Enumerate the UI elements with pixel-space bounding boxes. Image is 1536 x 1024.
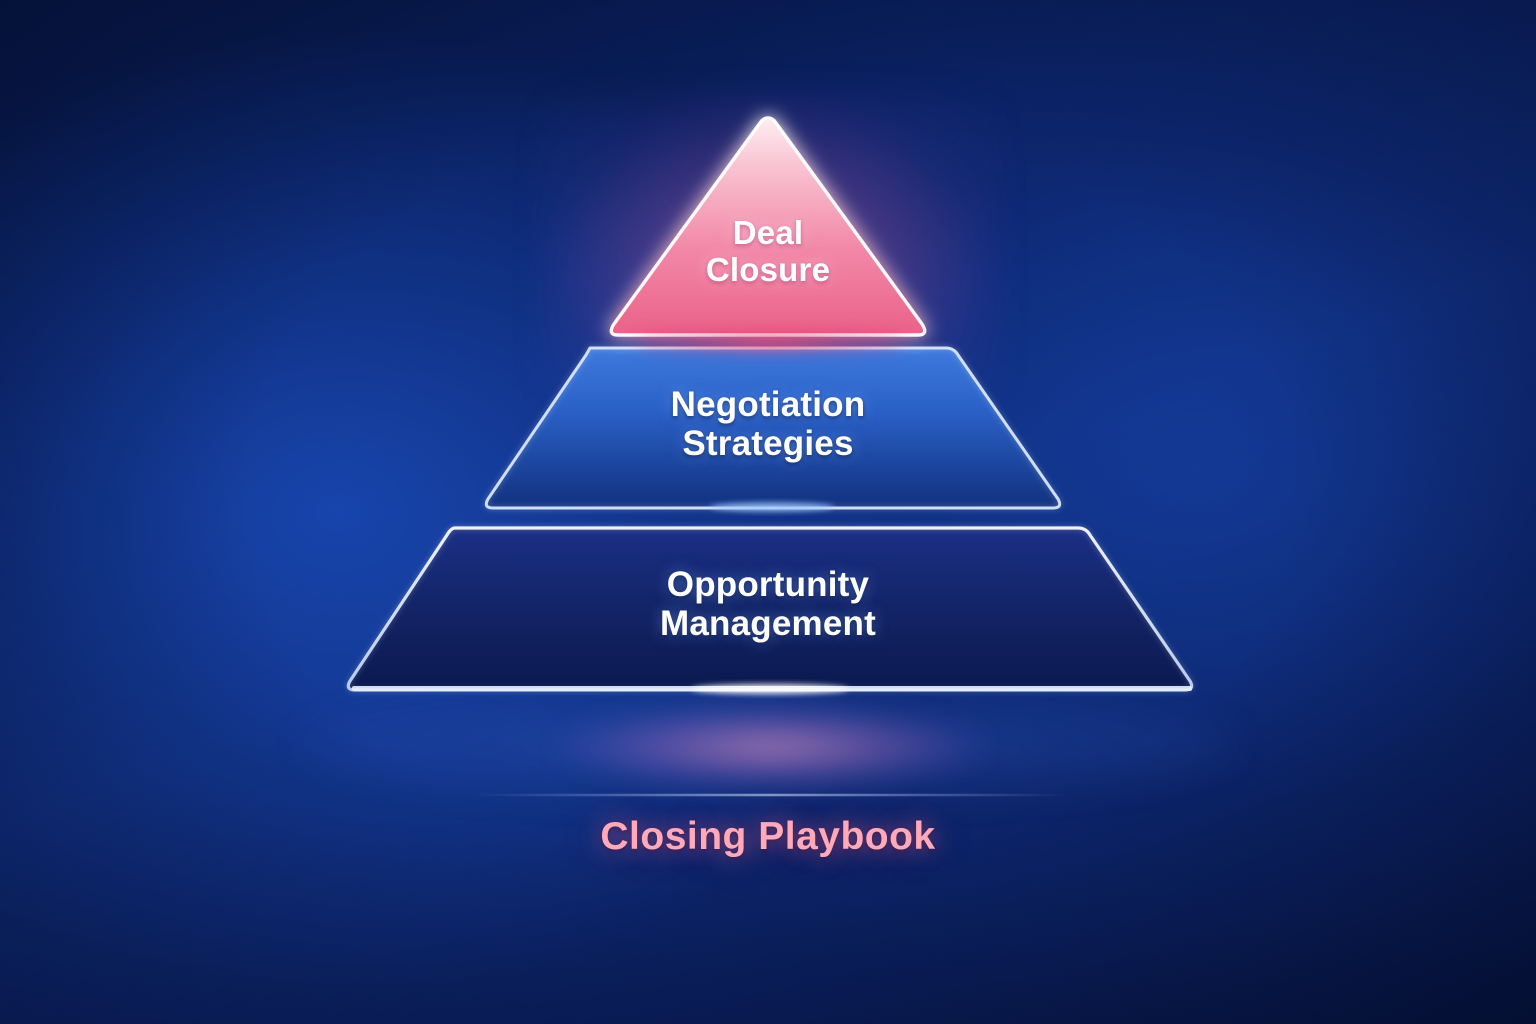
diagram-caption: Closing Playbook	[600, 815, 936, 858]
tier-middle-shape	[483, 345, 1063, 512]
tier-top-shape	[609, 116, 927, 337]
tier-bottom-shape	[346, 526, 1194, 694]
